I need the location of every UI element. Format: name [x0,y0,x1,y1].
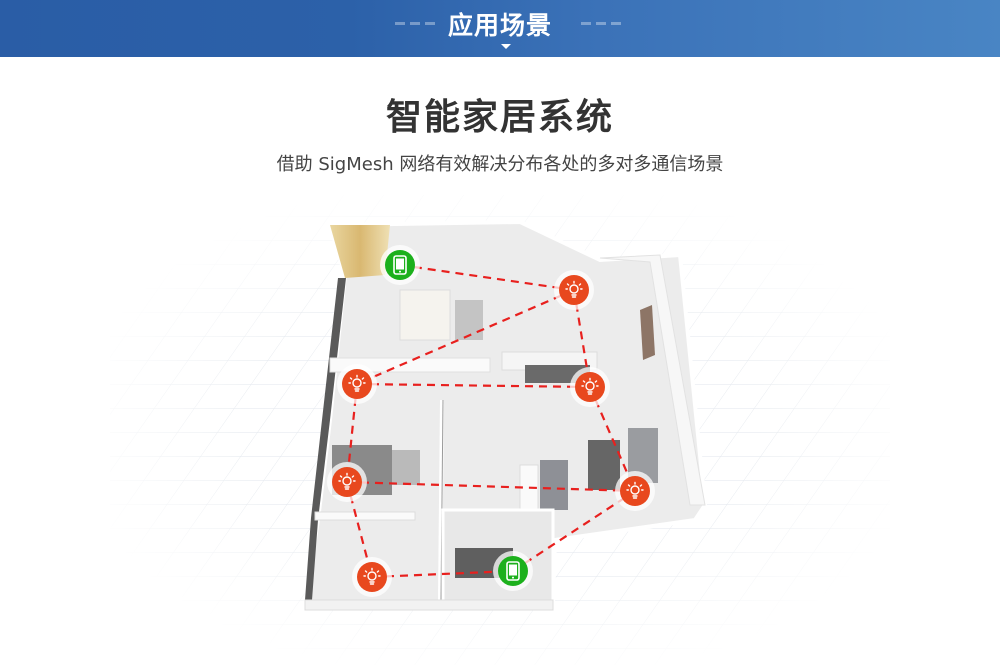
lightbulb-node-e [620,476,650,506]
lightbulb-node-d [332,467,362,497]
smartphone-icon [393,255,407,275]
mesh-links [345,263,637,579]
caret-down-icon [501,44,511,49]
lightbulb-icon [581,377,599,395]
smartphone-node-2 [498,556,528,586]
lightbulb-node-b [342,369,372,399]
lightbulb-icon [626,481,644,499]
lightbulb-icon [565,280,583,298]
smart-home-floorplan-diagram [0,185,1000,665]
lightbulb-icon [338,472,356,490]
floorplan-illustration [110,195,890,665]
page-title: 智能家居系统 [385,97,614,138]
header-decor-dashes-right [581,22,621,26]
lightbulb-icon [348,374,366,392]
header-decor-dashes-left [395,22,435,26]
lightbulb-node-c [575,372,605,402]
lightbulb-node-f [357,562,387,592]
smartphone-icon [506,561,520,581]
smartphone-node-1 [385,250,415,280]
section-header-bar: 应用场景 [0,0,1000,57]
section-header-title: 应用场景 [447,11,552,40]
lightbulb-node-a [559,275,589,305]
page-subtitle: 借助 SigMesh 网络有效解决分布各处的多对多通信场景 [276,154,724,175]
lightbulb-icon [363,567,381,585]
